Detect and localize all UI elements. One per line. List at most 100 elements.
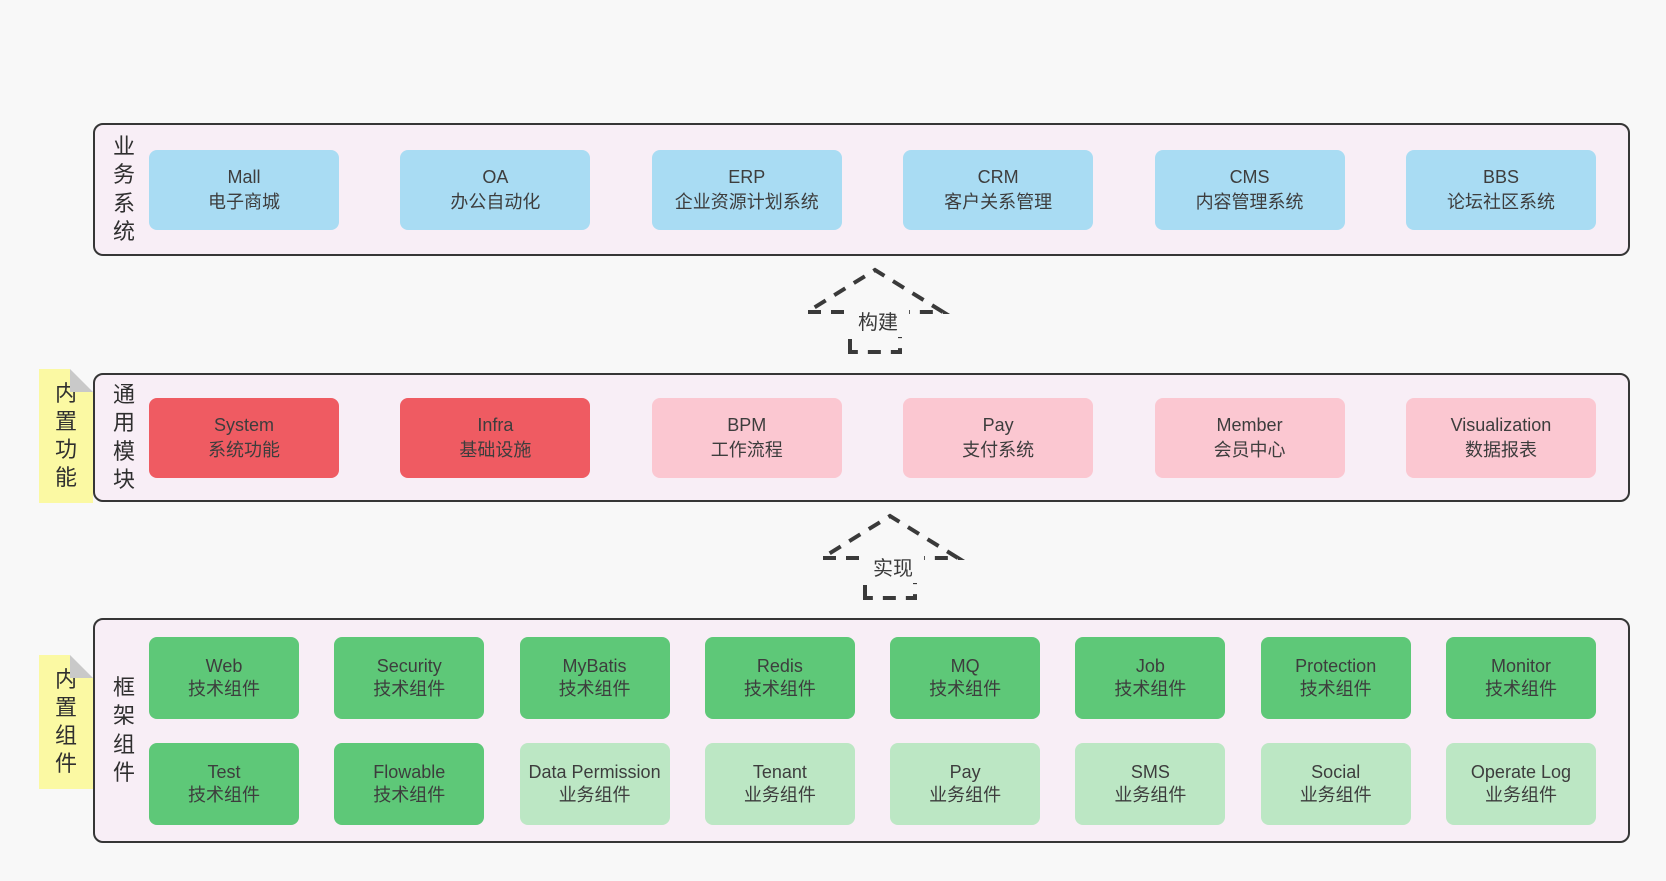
box-infra: Infra 基础设施 (400, 397, 591, 478)
up-arrow-icon (799, 267, 951, 354)
box-desc: 数据报表 (1464, 439, 1537, 460)
box-erp: ERP 企业资源计划系统 (651, 149, 842, 230)
box-desc: 技术组件 (1114, 678, 1187, 699)
components-layer-label: 框架组件 (112, 675, 135, 785)
framework-components-layer: 框架组件 Web 技术组件 Security 技术组件 MyBatis 技术组件… (93, 618, 1630, 843)
box-name: CMS (1229, 166, 1270, 187)
box-desc: 技术组件 (743, 678, 816, 699)
box-name: System (213, 414, 274, 435)
box-system: System 系统功能 (149, 397, 339, 478)
box-desc: 论坛社区系统 (1446, 191, 1555, 212)
box-desc: 技术组件 (1484, 678, 1557, 699)
box-name: Social (1311, 761, 1361, 782)
box-desc: 支付系统 (962, 439, 1035, 460)
box-name: Redis (756, 655, 803, 676)
box-mall: Mall 电子商城 (149, 149, 339, 230)
builtin-components-note-text: 内置组件 (54, 666, 77, 777)
box-name: Pay (949, 761, 981, 782)
box-pay-component: Pay 业务组件 (890, 742, 1041, 825)
box-name: Test (207, 761, 241, 782)
box-desc: 办公自动化 (450, 191, 541, 212)
box-name: SMS (1130, 761, 1170, 782)
box-name: BPM (727, 414, 767, 435)
box-name: Flowable (373, 761, 446, 782)
box-protection: Protection 技术组件 (1260, 636, 1411, 719)
box-desc: 业务组件 (1299, 784, 1372, 805)
box-pay-module: Pay 支付系统 (903, 397, 1094, 478)
box-name: CRM (977, 166, 1019, 187)
box-name: ERP (728, 166, 766, 187)
box-operate-log: Operate Log 业务组件 (1445, 742, 1596, 825)
common-modules-layer: 通用模块 System 系统功能 Infra 基础设施 BPM 工作流程 Pay… (93, 373, 1630, 502)
box-sms: SMS 业务组件 (1075, 742, 1226, 825)
box-redis: Redis 技术组件 (704, 636, 855, 719)
box-test: Test 技术组件 (149, 742, 299, 825)
box-desc: 业务组件 (929, 784, 1002, 805)
box-desc: 会员中心 (1213, 439, 1286, 460)
box-desc: 技术组件 (188, 784, 260, 805)
box-cms: CMS 内容管理系统 (1154, 149, 1345, 230)
implement-arrow-label: 实现 (862, 550, 924, 583)
box-flowable: Flowable 技术组件 (334, 742, 485, 825)
box-monitor: Monitor 技术组件 (1445, 636, 1596, 719)
box-crm: CRM 客户关系管理 (903, 149, 1094, 230)
box-social: Social 业务组件 (1260, 742, 1411, 825)
box-web: Web 技术组件 (149, 636, 299, 719)
box-desc: 客户关系管理 (944, 191, 1053, 212)
box-desc: 业务组件 (558, 784, 631, 805)
box-name: Protection (1295, 655, 1377, 676)
box-desc: 基础设施 (459, 439, 532, 460)
box-tenant: Tenant 业务组件 (704, 742, 855, 825)
box-oa: OA 办公自动化 (400, 149, 591, 230)
box-desc: 技术组件 (373, 784, 446, 805)
box-desc: 技术组件 (373, 678, 446, 699)
box-job: Job 技术组件 (1075, 636, 1226, 719)
box-name: Tenant (752, 761, 807, 782)
box-desc: 技术组件 (188, 678, 260, 699)
box-name: Pay (982, 414, 1014, 435)
modules-layer-label: 通用模块 (112, 382, 135, 492)
box-bpm: BPM 工作流程 (651, 397, 842, 478)
build-arrow-label: 构建 (847, 304, 909, 337)
box-name: MQ (950, 655, 980, 676)
builtin-components-note: 内置组件 (39, 655, 93, 789)
business-systems-layer: 业务系统 Mall 电子商城 OA 办公自动化 ERP 企业资源计划系统 CRM… (93, 123, 1630, 256)
box-member: Member 会员中心 (1154, 397, 1345, 478)
box-data-permission: Data Permission 业务组件 (519, 742, 670, 825)
box-security: Security 技术组件 (334, 636, 485, 719)
builtin-features-note-text: 内置功能 (54, 380, 77, 491)
box-name: MyBatis (562, 655, 627, 676)
box-name: Mall (227, 166, 261, 187)
box-desc: 内容管理系统 (1195, 191, 1304, 212)
box-name: Web (205, 655, 243, 676)
up-arrow-icon (814, 513, 966, 600)
box-name: Security (376, 655, 442, 676)
box-mybatis: MyBatis 技术组件 (519, 636, 670, 719)
box-desc: 企业资源计划系统 (674, 191, 819, 212)
box-desc: 系统功能 (208, 439, 280, 460)
box-desc: 技术组件 (929, 678, 1002, 699)
box-name: Job (1135, 655, 1165, 676)
box-name: Monitor (1490, 655, 1551, 676)
box-desc: 技术组件 (558, 678, 631, 699)
box-desc: 业务组件 (743, 784, 816, 805)
box-name: BBS (1482, 166, 1519, 187)
box-name: Member (1216, 414, 1283, 435)
biz-components-row: Test 技术组件 Flowable 技术组件 Data Permission … (149, 742, 1596, 825)
box-desc: 业务组件 (1114, 784, 1187, 805)
box-desc: 电子商城 (208, 191, 280, 212)
box-name: Visualization (1450, 414, 1552, 435)
box-mq: MQ 技术组件 (890, 636, 1041, 719)
box-desc: 工作流程 (710, 439, 783, 460)
box-name: OA (482, 166, 509, 187)
box-name: Data Permission (528, 761, 661, 782)
box-visualization: Visualization 数据报表 (1405, 397, 1596, 478)
builtin-features-note: 内置功能 (39, 369, 93, 503)
tech-components-row: Web 技术组件 Security 技术组件 MyBatis 技术组件 Redi… (149, 636, 1596, 719)
box-desc: 业务组件 (1484, 784, 1557, 805)
implement-arrow: 实现 (810, 510, 970, 606)
box-desc: 技术组件 (1299, 678, 1372, 699)
build-arrow: 构建 (795, 264, 955, 360)
box-name: Infra (477, 414, 514, 435)
box-name: Operate Log (1470, 761, 1571, 782)
